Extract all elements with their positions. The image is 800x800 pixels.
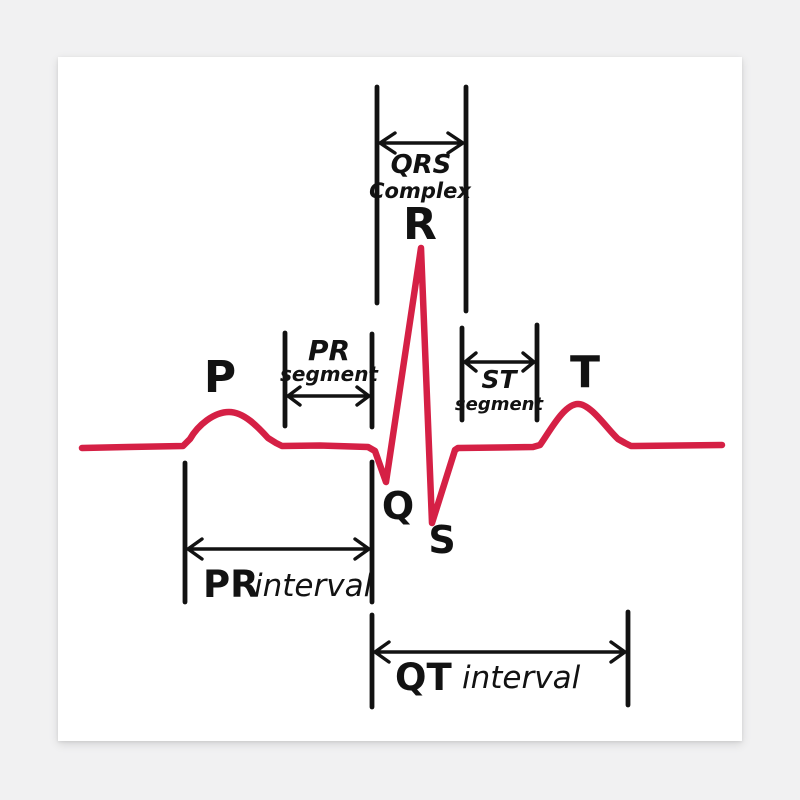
pr-interval-span-arrow: [186, 537, 371, 561]
qt-interval-label-word: interval: [462, 660, 581, 696]
qt-interval-span-arrow: [373, 640, 627, 664]
ecg-waveform: [78, 244, 726, 527]
st-segment-label-line2: segment: [455, 394, 545, 415]
pr-interval-label-abbr: PR: [203, 563, 259, 606]
t-wave-label: T: [570, 347, 600, 398]
qrs-span-arrow: [378, 131, 465, 155]
s-wave-label: S: [428, 518, 455, 562]
q-wave-label: Q: [382, 484, 414, 528]
ecg-poster: QRS Complex R P T Q S PR segment ST segm…: [58, 57, 742, 741]
qt-interval-label-abbr: QT: [395, 656, 452, 699]
pr-interval-label-word: interval: [254, 568, 373, 604]
pr-segment-label-line1: PR: [308, 334, 350, 367]
r-wave-label: R: [403, 199, 437, 250]
pr-segment-span-arrow: [286, 385, 371, 407]
ecg-diagram: QRS Complex R P T Q S PR segment ST segm…: [78, 84, 726, 710]
qrs-complex-label-line2: Complex: [369, 179, 472, 203]
p-wave-label: P: [204, 352, 236, 403]
st-segment-label-line1: ST: [481, 365, 518, 394]
pr-segment-label-line2: segment: [280, 362, 379, 386]
qrs-complex-label-line1: QRS: [391, 150, 452, 180]
st-segment-span-arrow: [463, 351, 536, 373]
